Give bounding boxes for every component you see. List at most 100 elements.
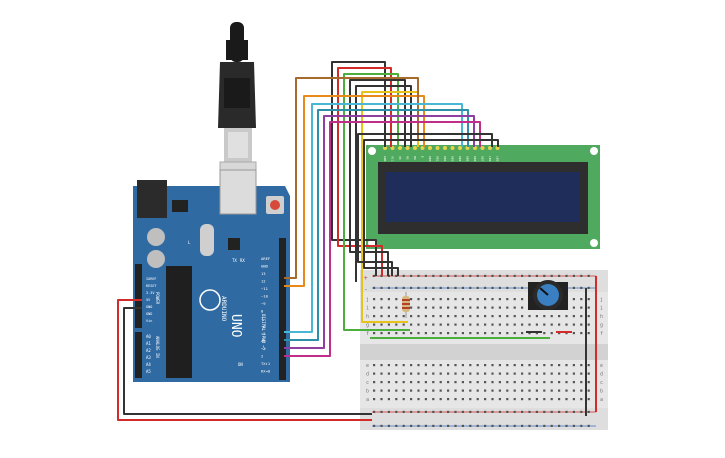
rail-hole[interactable]	[373, 410, 376, 413]
lcd-pin[interactable]	[480, 146, 485, 150]
rail-hole[interactable]	[484, 274, 487, 277]
bb-hole[interactable]	[535, 372, 538, 375]
bb-hole[interactable]	[484, 398, 487, 401]
rail-hole[interactable]	[550, 274, 553, 277]
bb-hole[interactable]	[550, 364, 553, 367]
bb-hole[interactable]	[565, 398, 568, 401]
rail-hole[interactable]	[513, 286, 516, 289]
bb-hole[interactable]	[410, 306, 413, 309]
rail-hole[interactable]	[506, 410, 509, 413]
bb-hole[interactable]	[587, 306, 590, 309]
bb-hole[interactable]	[580, 389, 583, 392]
rail-hole[interactable]	[491, 410, 494, 413]
bb-hole[interactable]	[469, 323, 472, 326]
rail-hole[interactable]	[565, 410, 568, 413]
bb-hole[interactable]	[521, 389, 524, 392]
bb-hole[interactable]	[580, 381, 583, 384]
rail-hole[interactable]	[461, 274, 464, 277]
bb-hole[interactable]	[565, 372, 568, 375]
rail-hole[interactable]	[387, 424, 390, 427]
bb-hole[interactable]	[447, 332, 450, 335]
rail-hole[interactable]	[521, 410, 524, 413]
rail-hole[interactable]	[558, 274, 561, 277]
bb-hole[interactable]	[558, 315, 561, 318]
bb-hole[interactable]	[513, 381, 516, 384]
bb-hole[interactable]	[447, 398, 450, 401]
bb-hole[interactable]	[491, 315, 494, 318]
bb-hole[interactable]	[373, 364, 376, 367]
rail-hole[interactable]	[528, 424, 531, 427]
bb-hole[interactable]	[528, 323, 531, 326]
bb-hole[interactable]	[528, 389, 531, 392]
bb-hole[interactable]	[410, 315, 413, 318]
bb-hole[interactable]	[572, 298, 575, 301]
bb-hole[interactable]	[461, 381, 464, 384]
bb-hole[interactable]	[439, 323, 442, 326]
bb-hole[interactable]	[580, 372, 583, 375]
bb-hole[interactable]	[439, 332, 442, 335]
bb-hole[interactable]	[380, 389, 383, 392]
rail-hole[interactable]	[498, 410, 501, 413]
rail-hole[interactable]	[543, 274, 546, 277]
bb-hole[interactable]	[506, 389, 509, 392]
bb-hole[interactable]	[580, 306, 583, 309]
bb-hole[interactable]	[461, 364, 464, 367]
rail-hole[interactable]	[528, 274, 531, 277]
bb-hole[interactable]	[543, 315, 546, 318]
rail-hole[interactable]	[558, 424, 561, 427]
bb-hole[interactable]	[491, 364, 494, 367]
rail-hole[interactable]	[587, 410, 590, 413]
bb-hole[interactable]	[491, 381, 494, 384]
rail-hole[interactable]	[402, 410, 405, 413]
bb-hole[interactable]	[380, 315, 383, 318]
lcd-pin[interactable]	[413, 146, 417, 150]
bb-hole[interactable]	[558, 389, 561, 392]
bb-hole[interactable]	[506, 306, 509, 309]
rail-hole[interactable]	[528, 410, 531, 413]
rail-hole[interactable]	[476, 410, 479, 413]
rail-hole[interactable]	[439, 286, 442, 289]
bb-hole[interactable]	[521, 372, 524, 375]
bb-hole[interactable]	[454, 364, 457, 367]
bb-hole[interactable]	[550, 315, 553, 318]
bb-hole[interactable]	[491, 398, 494, 401]
bb-hole[interactable]	[506, 372, 509, 375]
bb-hole[interactable]	[469, 381, 472, 384]
lcd-pin[interactable]	[435, 146, 440, 150]
bb-hole[interactable]	[565, 315, 568, 318]
rail-hole[interactable]	[498, 274, 501, 277]
bb-hole[interactable]	[469, 306, 472, 309]
rail-hole[interactable]	[491, 286, 494, 289]
bb-hole[interactable]	[521, 315, 524, 318]
rail-hole[interactable]	[506, 424, 509, 427]
rail-hole[interactable]	[543, 424, 546, 427]
bb-hole[interactable]	[469, 389, 472, 392]
rail-hole[interactable]	[469, 424, 472, 427]
bb-hole[interactable]	[402, 332, 405, 335]
rail-hole[interactable]	[395, 286, 398, 289]
rail-hole[interactable]	[395, 410, 398, 413]
rail-hole[interactable]	[447, 410, 450, 413]
bb-hole[interactable]	[432, 323, 435, 326]
rail-hole[interactable]	[484, 424, 487, 427]
bb-hole[interactable]	[402, 372, 405, 375]
rail-hole[interactable]	[543, 410, 546, 413]
rail-hole[interactable]	[521, 286, 524, 289]
rail-hole[interactable]	[506, 286, 509, 289]
bb-hole[interactable]	[373, 332, 376, 335]
bb-hole[interactable]	[580, 323, 583, 326]
rail-hole[interactable]	[484, 410, 487, 413]
bb-hole[interactable]	[491, 332, 494, 335]
bb-hole[interactable]	[395, 398, 398, 401]
bb-hole[interactable]	[402, 389, 405, 392]
bb-hole[interactable]	[395, 306, 398, 309]
rail-hole[interactable]	[572, 274, 575, 277]
bb-hole[interactable]	[587, 315, 590, 318]
bb-hole[interactable]	[528, 398, 531, 401]
rail-hole[interactable]	[395, 274, 398, 277]
bb-hole[interactable]	[424, 323, 427, 326]
bb-hole[interactable]	[417, 332, 420, 335]
rail-hole[interactable]	[417, 286, 420, 289]
bb-hole[interactable]	[513, 389, 516, 392]
bb-hole[interactable]	[380, 381, 383, 384]
